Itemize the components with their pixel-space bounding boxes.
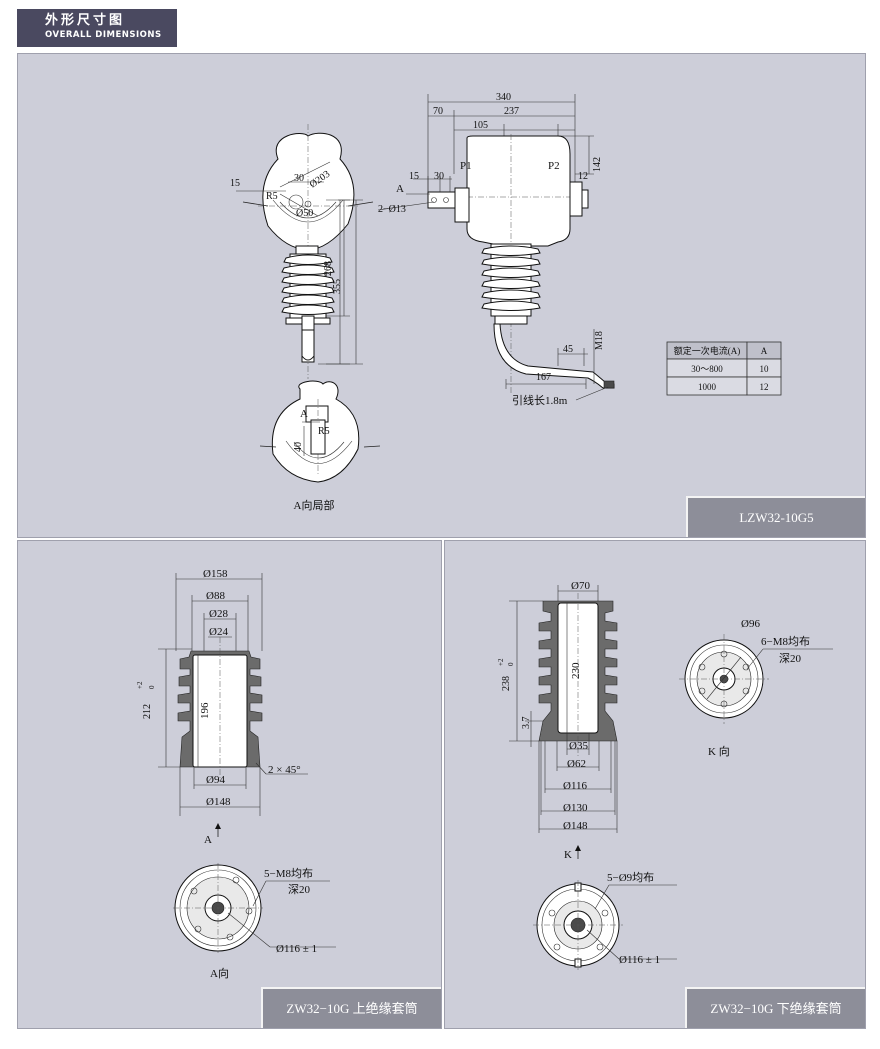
ul-dim-148: Ø148 [206,796,231,808]
ul-dim-212-tol0: 0 [148,685,156,689]
ul-view-a: A [204,834,212,846]
panel-lzw32: 30 15 Ø203 R5 Ø50 268 355 340 70 237 105… [17,53,866,538]
ul-holes: 5−M8均布 [264,867,313,880]
table-header-a: A [761,346,768,356]
side-label-p2: P2 [548,160,560,172]
lower-sleeve-drawing: Ø70 238 +2 0 230 3.7 Ø35 Ø62 Ø116 Ø130 Ø [497,580,833,970]
side-dim-12: 12 [578,171,588,182]
side-dim-340: 340 [496,92,511,103]
ul-dim-158: Ø158 [203,568,228,580]
lzw32-drawing: 30 15 Ø203 R5 Ø50 268 355 340 70 237 105… [230,92,782,512]
side-label-p1: P1 [460,160,472,172]
lr-holes-top: 6−M8均布 [761,635,810,648]
side-dim-45: 45 [563,344,573,355]
table-row-1-a: 10 [760,364,770,374]
front-view: 30 15 Ø203 R5 Ø50 268 355 [230,124,374,379]
lr-dim-230: 230 [570,662,582,679]
ul-dim-chamfer: 2 × 45° [268,764,301,776]
ul-dim-212-tol: +2 [136,681,144,689]
side-dim-70: 70 [433,106,443,117]
front-dim-355: 355 [332,279,343,294]
upper-sleeve-section: Ø158 Ø88 Ø28 Ø24 212 +2 0 196 Ø94 Ø148 2… [136,568,308,846]
section-title-en: OVERALL DIMENSIONS [45,30,162,40]
front-dim-50: Ø50 [296,208,313,219]
ul-dim-28: Ø28 [209,608,228,620]
caption-lower-sleeve: ZW32−10G 下绝缘套筒 [685,987,865,1028]
side-lead-length: 引线长1.8m [512,393,568,407]
section-title-cn: 外形尺寸图 [45,13,126,28]
lr-dim-62: Ø62 [567,758,586,770]
front-dim-30: 30 [294,173,304,184]
side-dim-30: 30 [434,171,444,182]
detail-dim-r5: R5 [318,426,330,437]
lower-sleeve-bottom-view: 5−Ø9均布 Ø116 ± 1 [533,871,677,970]
lr-dim-96: Ø96 [741,618,760,630]
upper-sleeve-a-view: 5−M8均布 深20 Ø116 ± 1 A向 [173,863,336,980]
front-dim-15: 15 [230,178,240,189]
ul-dim-212: 212 [142,704,153,719]
lower-sleeve-section: Ø70 238 +2 0 230 3.7 Ø35 Ø62 Ø116 Ø130 Ø [497,580,618,861]
lr-dim-238-tol: +2 [497,658,505,666]
lr-dim-35: Ø35 [569,740,588,752]
table-row-2-current: 1000 [698,382,717,392]
detail-label-a: A [300,408,308,420]
ul-dim-24: Ø24 [209,626,228,638]
panel-upper-sleeve: Ø158 Ø88 Ø28 Ø24 212 +2 0 196 Ø94 Ø148 2… [17,540,442,1029]
lr-dim-70: Ø70 [571,580,590,592]
side-dim-105: 105 [473,120,488,131]
lr-dim-148: Ø148 [563,820,588,832]
side-dim-142: 142 [592,157,603,172]
lr-view-k: K [564,849,572,861]
lr-holes-bottom: 5−Ø9均布 [607,871,654,884]
side-view: 340 70 237 105 142 15 30 12 P1 P2 A 2−Ø1… [377,92,615,407]
table-header-current: 额定一次电流(A) [674,345,741,356]
lower-sleeve-k-view: Ø96 6−M8均布 深20 K 向 [679,618,833,758]
side-dim-167: 167 [536,372,551,383]
table-row-2-a: 12 [760,382,769,392]
detail-caption: A向局部 [294,498,335,512]
lr-dim-130: Ø130 [563,802,588,814]
section-header: 外形尺寸图 OVERALL DIMENSIONS [17,9,177,47]
lr-dim-116: Ø116 [563,780,588,792]
side-dim-15: 15 [409,171,419,182]
lr-dim-238: 238 [501,676,512,691]
side-label-a: A [396,183,404,195]
caption-lzw32: LZW32-10G5 [686,496,865,537]
ul-depth: 深20 [288,883,310,896]
front-dim-268: 268 [323,261,334,276]
front-dim-r5: R5 [266,191,278,202]
caption-upper-sleeve: ZW32−10G 上绝缘套筒 [261,987,441,1028]
lr-dim-3-7: 3.7 [521,717,532,730]
panel-lower-sleeve: Ø70 238 +2 0 230 3.7 Ø35 Ø62 Ø116 Ø130 Ø [444,540,866,1029]
upper-sleeve-drawing: Ø158 Ø88 Ø28 Ø24 212 +2 0 196 Ø94 Ø148 2… [136,568,336,980]
ul-dim-196: 196 [199,702,211,719]
current-table: 额定一次电流(A) A 30～800 10 1000 12 [666,341,782,396]
ul-dim-88: Ø88 [206,590,225,602]
side-dim-m18: M18 [594,331,605,350]
ul-dim-116: Ø116 ± 1 [276,943,317,955]
front-sheds [281,253,335,320]
ul-view-caption: A向 [210,966,229,980]
ul-dim-94: Ø94 [206,774,225,786]
lr-dim-238-tol0: 0 [507,662,515,666]
side-dim-237: 237 [504,106,519,117]
side-dim-holes: 2−Ø13 [378,204,406,215]
lr-depth: 深20 [779,652,801,665]
detail-dim-40: 40 [293,442,304,452]
side-sheds [481,243,541,317]
lr-k-caption: K 向 [708,744,730,758]
lr-dim-116b: Ø116 ± 1 [619,954,660,966]
table-row-1-current: 30～800 [691,364,723,374]
a-direction-detail: A R5 40 A向局部 [259,380,381,512]
